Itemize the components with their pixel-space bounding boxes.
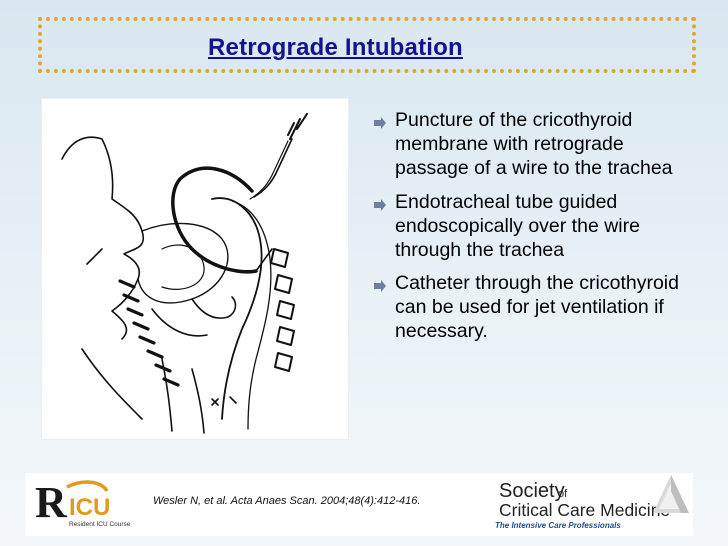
bullet-item: Puncture of the cricothyroid membrane wi…: [370, 108, 700, 181]
ricu-letter-r: R: [35, 478, 68, 527]
footer-bar: R ICU Resident ICU Course Wesler N, et a…: [25, 473, 693, 536]
bullet-item: Catheter through the cricothyroid can be…: [370, 271, 700, 344]
arrow-bullet-icon: [374, 280, 386, 293]
arrow-bullet-icon: [374, 117, 386, 129]
bullet-list: Puncture of the cricothyroid membrane wi…: [370, 108, 700, 353]
title-frame: [38, 17, 696, 73]
bullet-text: Puncture of the cricothyroid membrane wi…: [395, 109, 673, 180]
sccm-name: Critical Care Medicine: [499, 500, 671, 520]
slide-title: Retrograde Intubation: [208, 34, 463, 61]
sccm-of: of: [558, 488, 568, 500]
sccm-triangle-icon: [653, 475, 689, 513]
ricu-caption: Resident ICU Course: [69, 521, 131, 528]
bullet-item: Endotracheal tube guided endoscopically …: [370, 190, 700, 263]
sccm-tagline: The Intensive Care Professionals: [495, 521, 621, 530]
airway-illustration: [41, 98, 349, 440]
bullet-text: Endotracheal tube guided endoscopically …: [395, 190, 640, 261]
ricu-logo: R ICU Resident ICU Course: [35, 478, 131, 528]
citation: Wesler N, et al. Acta Anaes Scan. 2004;4…: [153, 495, 421, 507]
ricu-letters-icu: ICU: [69, 494, 110, 521]
bullet-text: Catheter through the cricothyroid can be…: [395, 272, 679, 343]
sccm-logo: Society of Critical Care Medicine The In…: [495, 473, 691, 533]
sccm-society: Society: [499, 480, 565, 502]
arrow-bullet-icon: [374, 198, 386, 211]
